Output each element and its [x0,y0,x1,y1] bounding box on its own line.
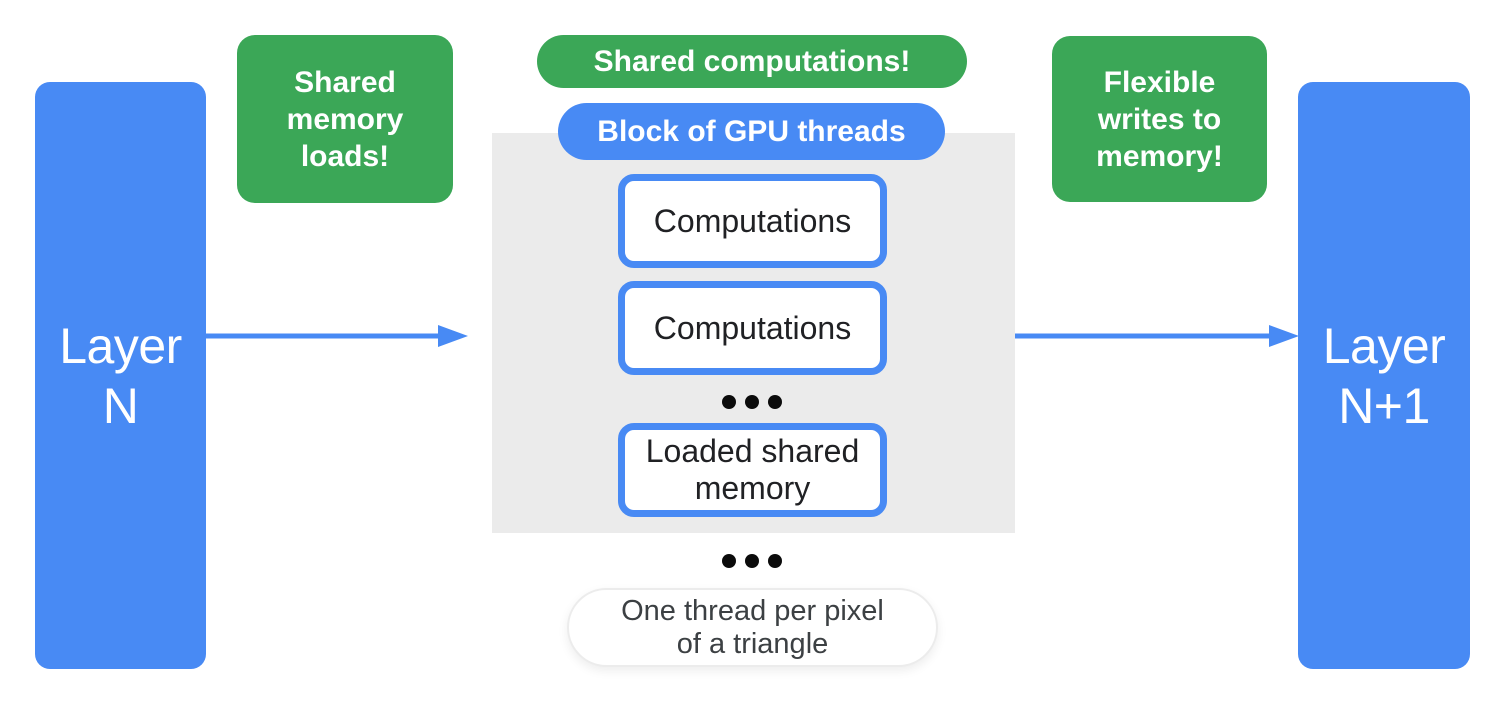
layer-n-plus-1-label-line2: N+1 [1338,377,1430,434]
note-line: Shared [294,65,396,99]
dot-icon [745,395,759,409]
layer-n-plus-1-box: Layer N+1 [1298,82,1470,669]
dot-icon [722,395,736,409]
note-flexible-writes: Flexible writes to memory! [1052,36,1267,202]
dot-icon [768,554,782,568]
note-line: loads! [300,139,390,173]
layer-n-box: Layer N [35,82,206,669]
loaded-shared-memory-box: Loaded shared memory [618,423,887,517]
gpu-thread-block-title: Block of GPU threads [558,103,945,160]
layer-n-plus-1-label-line1: Layer [1322,317,1446,374]
note-line: memory! [1096,139,1223,173]
note-line: memory [286,102,404,136]
gpu-thread-block-title-label: Block of GPU threads [597,114,906,148]
layer-n-label-line2: N [102,377,139,434]
dot-icon [722,554,736,568]
dot-icon [768,395,782,409]
footnote-line2: of a triangle [676,627,829,660]
arrow-block-to-layer-n-plus-1 [1015,325,1299,347]
computations-box-1: Computations [618,174,887,268]
computations-box-2-label: Computations [653,309,852,346]
note-line: writes to [1097,102,1222,136]
note-line: Flexible [1103,65,1216,99]
note-shared-computations: Shared computations! [537,35,967,88]
layer-n-label-line1: Layer [59,317,182,374]
note-shared-memory-loads: Shared memory loads! [237,35,453,203]
note-line: Shared computations! [593,45,911,78]
computations-box-2: Computations [618,281,887,375]
ellipsis-dots-outer [722,554,782,568]
ellipsis-dots-inner [722,395,782,409]
footnote-line1: One thread per pixel [621,594,884,627]
dot-icon [745,554,759,568]
arrow-layer-n-to-block [206,325,468,347]
computations-box-1-label: Computations [653,202,852,239]
footnote-pill: One thread per pixel of a triangle [567,588,938,667]
loaded-shared-memory-label: Loaded shared memory [645,433,860,506]
